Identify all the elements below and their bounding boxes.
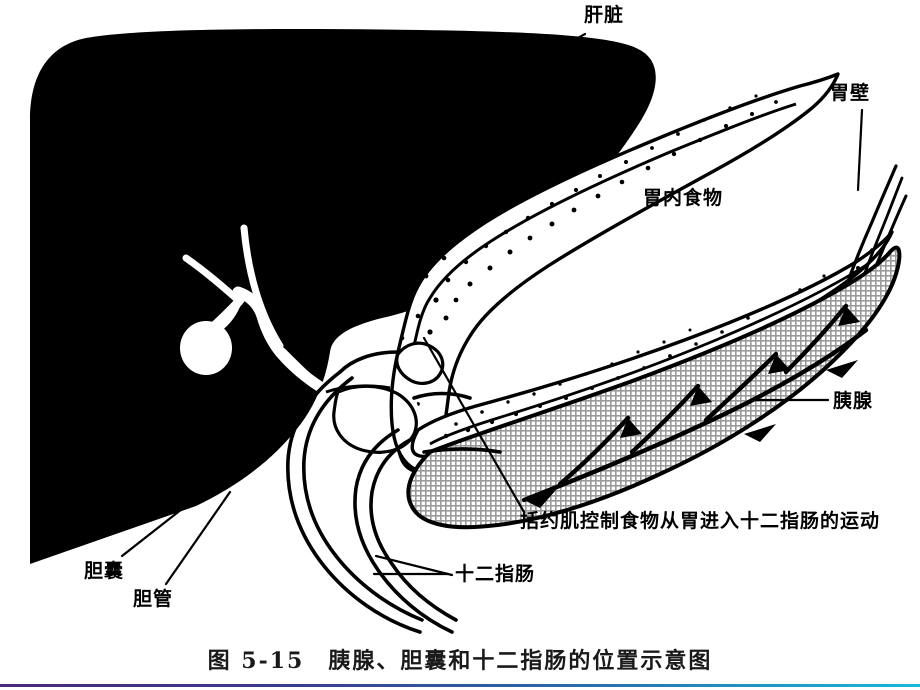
duct-arrowheads	[524, 306, 860, 508]
label-pancreas: 胰腺	[833, 390, 874, 412]
pancreatic-duct-tree	[521, 303, 869, 503]
leader-stomach-wall	[856, 108, 864, 192]
food-stipple-lower	[443, 274, 826, 439]
leader-liver	[498, 32, 587, 84]
label-liver: 肝脏	[584, 4, 625, 26]
label-duodenum: 十二指肠	[455, 563, 536, 585]
label-stomach-wall: 胃壁	[830, 82, 871, 104]
leader-lines	[120, 32, 864, 586]
bottom-rule	[0, 684, 920, 687]
leader-bile-duct	[164, 490, 232, 586]
label-sphincter-note: 括约肌控制食物从胃进入十二指肠的运动	[520, 510, 881, 532]
leader-sphincter	[422, 336, 526, 514]
duodenum-shape	[286, 350, 502, 634]
leader-gallbladder	[120, 496, 198, 558]
sphincter-shape	[395, 341, 445, 385]
pancreas-shape	[406, 245, 902, 530]
label-food-in-stomach: 胃内食物	[643, 187, 724, 209]
label-bile-duct: 胆管	[133, 588, 174, 610]
bile-duct-external	[325, 384, 391, 394]
liver-shape	[30, 28, 656, 565]
leader-duodenum-2	[374, 554, 454, 577]
figure-caption: 图 5-15 胰腺、胆囊和十二指肠的位置示意图	[207, 648, 713, 674]
label-gallbladder: 胆囊	[84, 560, 125, 582]
gallbladder-and-duct-shape	[180, 224, 331, 397]
